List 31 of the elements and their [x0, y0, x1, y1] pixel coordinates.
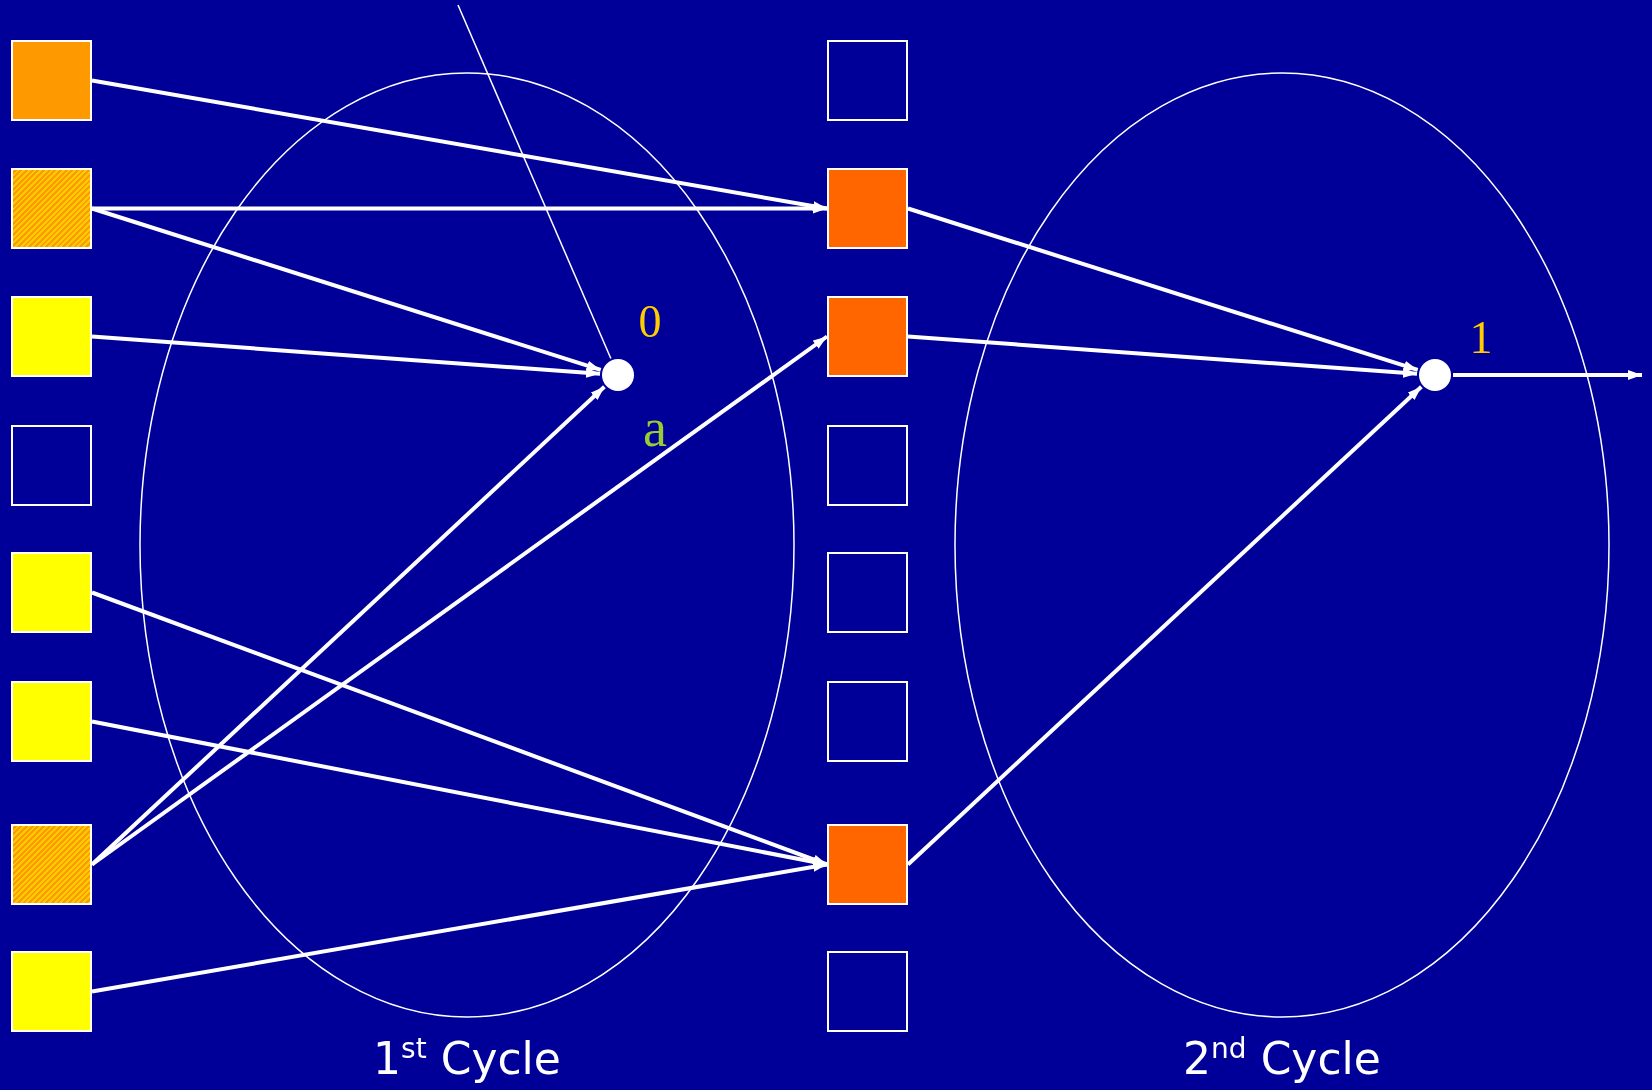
filled-square [11, 951, 92, 1032]
filled-square [11, 40, 92, 121]
filled-square [827, 824, 908, 905]
arrow [91, 861, 828, 994]
filled-square [11, 681, 92, 762]
filled-square [827, 168, 908, 249]
filled-square [11, 824, 92, 905]
arrow [1453, 370, 1642, 380]
empty-square [11, 425, 92, 506]
empty-square [827, 951, 908, 1032]
node-label: 0 [638, 299, 662, 345]
arrow [91, 719, 828, 867]
cycle-heading: 1$^{st}$ Cycle [373, 1034, 561, 1084]
filled-square [11, 168, 92, 249]
empty-square [827, 681, 908, 762]
node-label: a [643, 401, 667, 455]
cycle-heading: 2$^{nd}$ Cycle [1183, 1034, 1381, 1084]
arrow [92, 203, 827, 214]
filled-square [11, 552, 92, 633]
dot [1419, 359, 1451, 391]
arrow [91, 334, 601, 378]
filled-square [11, 296, 92, 377]
node-label: 1 [1469, 315, 1493, 361]
empty-square [827, 40, 908, 121]
empty-square [827, 425, 908, 506]
dot [602, 359, 634, 391]
line [457, 4, 612, 360]
filled-square [827, 296, 908, 377]
arrow [907, 334, 1418, 378]
empty-square [827, 552, 908, 633]
arrow [907, 206, 1419, 372]
